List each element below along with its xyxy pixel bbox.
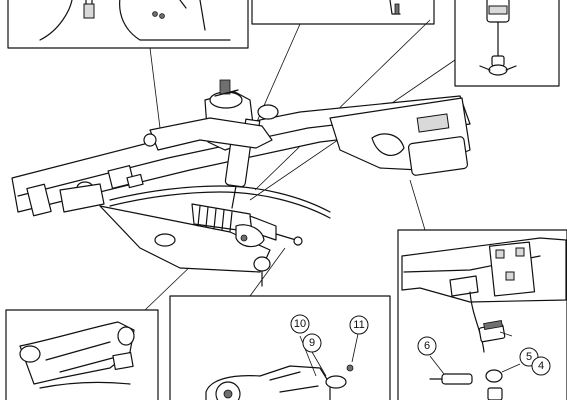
callout-4: 4 xyxy=(531,356,551,376)
callout-6-label: 6 xyxy=(424,340,430,352)
bottom-left-control-arm-detail xyxy=(5,309,159,400)
callout-10: 10 xyxy=(290,314,310,334)
top-left-detail xyxy=(7,0,249,49)
callout-11: 11 xyxy=(349,315,369,335)
callout-5-label: 5 xyxy=(526,351,532,363)
callout-9-label: 9 xyxy=(309,337,315,349)
callout-11-label: 11 xyxy=(353,319,364,331)
top-right-shock-detail xyxy=(454,0,560,87)
main-frame-assembly xyxy=(11,79,471,287)
right-sway-bar-bracket-detail xyxy=(397,229,567,400)
callout-6: 6 xyxy=(417,336,437,356)
callout-4-label: 4 xyxy=(538,360,544,372)
top-center-detail xyxy=(251,0,435,25)
bottom-center-knuckle-detail xyxy=(169,295,391,400)
callout-10-label: 10 xyxy=(294,318,306,330)
callout-9: 9 xyxy=(302,333,322,353)
